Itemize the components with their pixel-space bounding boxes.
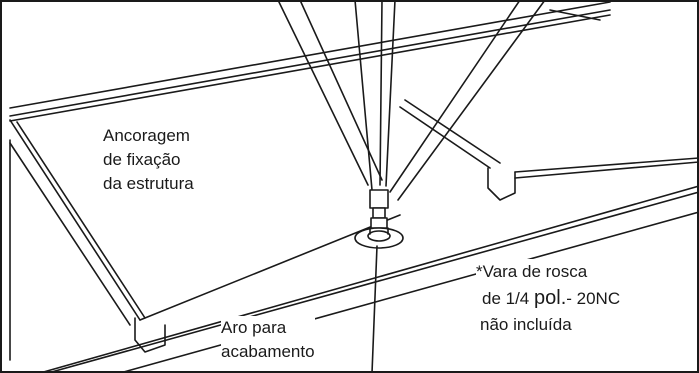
rod-unit-text: pol. <box>534 287 567 309</box>
anchor-label-line: de fixação <box>103 150 181 169</box>
anchor-label: Ancoragem de fixação da estrutura <box>103 124 194 196</box>
front-main-runner <box>39 185 699 373</box>
trim-ring-label-line: acabamento <box>221 342 315 361</box>
rod-size-text: de 1/4 <box>482 289 534 308</box>
leader-line <box>371 245 378 373</box>
left-cross-tee <box>9 119 166 353</box>
suspension-struts <box>277 0 601 201</box>
trim-ring-label-line: Aro para <box>221 318 287 337</box>
threaded-rod-label: *Vara de rosca de 1/4 pol.- 20NC não inc… <box>476 259 621 338</box>
threaded-rod-label-line: *Vara de rosca <box>476 262 588 281</box>
rod-thread-text: - 20NC <box>566 289 621 308</box>
right-cross-tee <box>399 99 699 201</box>
rear-main-runner <box>9 1 611 122</box>
trim-ring-label: Aro para acabamento <box>221 316 315 364</box>
anchor-label-line: da estrutura <box>103 174 194 193</box>
ceiling-panels <box>9 139 699 361</box>
threaded-rod-label-line: de 1/4 pol.- 20NC <box>476 285 620 312</box>
anchor-hub-assembly <box>354 189 404 249</box>
threaded-rod-label-line: não incluída <box>480 315 572 334</box>
anchor-label-line: Ancoragem <box>103 126 190 145</box>
